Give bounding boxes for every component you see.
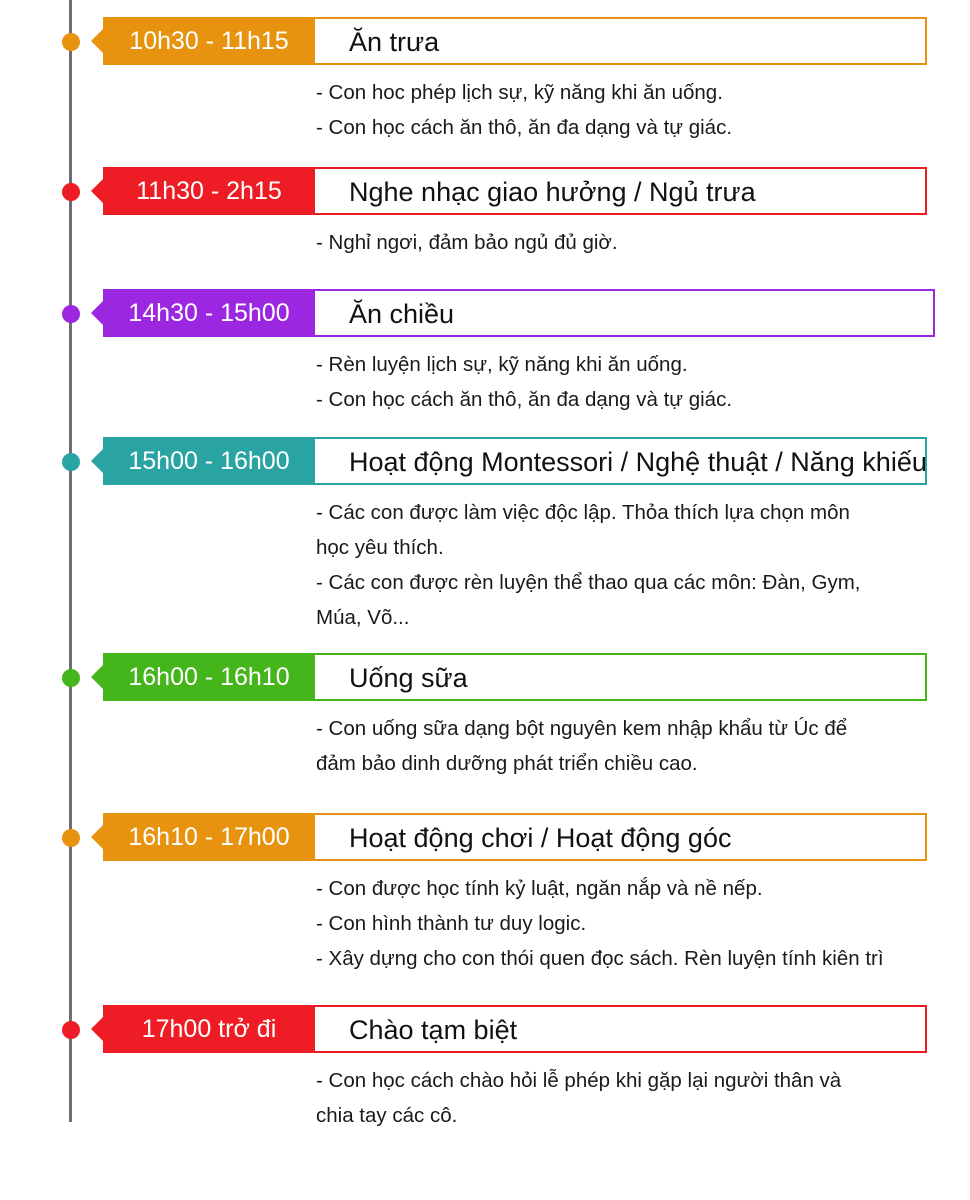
activity-description: - Nghỉ ngơi, đảm bảo ngủ đủ giờ. [316, 225, 916, 260]
activity-title: Ăn chiều [315, 289, 935, 337]
description-line: - Con uống sữa dạng bột nguyên kem nhập … [316, 717, 848, 740]
activity-title: Uống sữa [315, 653, 927, 701]
description-line: - Rèn luyện lịch sự, kỹ năng khi ăn uống… [316, 353, 688, 376]
timeline-dot-icon [62, 183, 80, 201]
activity-title: Chào tạm biệt [315, 1005, 927, 1053]
description-line: - Con học cách ăn thô, ăn đa dạng và tự … [316, 116, 733, 139]
time-badge: 11h30 - 2h15 [91, 167, 315, 215]
timeline-dot-icon [62, 33, 80, 51]
timeline-dot-icon [62, 305, 80, 323]
time-badge: 14h30 - 15h00 [91, 289, 315, 337]
description-line: Múa, Võ... [316, 606, 410, 629]
activity-description: - Con học cách chào hỏi lễ phép khi gặp … [316, 1063, 916, 1133]
time-badge: 15h00 - 16h00 [91, 437, 315, 485]
activity-description: - Con uống sữa dạng bột nguyên kem nhập … [316, 711, 916, 781]
time-badge: 16h00 - 16h10 [91, 653, 315, 701]
activity-title: Hoạt động chơi / Hoạt động góc [315, 813, 927, 861]
description-line: - Con được học tính kỷ luật, ngăn nắp và… [316, 877, 763, 900]
description-line: đảm bảo dinh dưỡng phát triển chiều cao. [316, 752, 698, 775]
activity-description: - Rèn luyện lịch sự, kỹ năng khi ăn uống… [316, 347, 916, 417]
time-badge: 10h30 - 11h15 [91, 17, 315, 65]
activity-description: - Các con được làm việc độc lập. Thỏa th… [316, 495, 916, 635]
activity-title: Nghe nhạc giao hưởng / Ngủ trưa [315, 167, 927, 215]
timeline-dot-icon [62, 669, 80, 687]
time-badge: 16h10 - 17h00 [91, 813, 315, 861]
description-line: - Các con được rèn luyện thể thao qua cá… [316, 571, 861, 594]
timeline-dot-icon [62, 1021, 80, 1039]
timeline-line [69, 0, 72, 1122]
description-line: học yêu thích. [316, 536, 444, 559]
description-line: - Con học cách chào hỏi lễ phép khi gặp … [316, 1069, 842, 1092]
timeline-dot-icon [62, 453, 80, 471]
activity-title: Ăn trưa [315, 17, 927, 65]
description-line: - Con học cách ăn thô, ăn đa dạng và tự … [316, 388, 733, 411]
activity-title: Hoạt động Montessori / Nghệ thuật / Năng… [315, 437, 927, 485]
description-line: - Các con được làm việc độc lập. Thỏa th… [316, 501, 850, 524]
activity-description: - Con hoc phép lịch sự, kỹ năng khi ăn u… [316, 75, 916, 145]
time-badge: 17h00 trở đi [91, 1005, 315, 1053]
activity-description: - Con được học tính kỷ luật, ngăn nắp và… [316, 871, 916, 976]
description-line: - Con hình thành tư duy logic. [316, 912, 587, 935]
timeline-dot-icon [62, 829, 80, 847]
description-line: - Con hoc phép lịch sự, kỹ năng khi ăn u… [316, 81, 723, 104]
description-line: - Nghỉ ngơi, đảm bảo ngủ đủ giờ. [316, 231, 618, 254]
description-line: - Xây dựng cho con thói quen đọc sách. R… [316, 947, 884, 970]
description-line: chia tay các cô. [316, 1104, 458, 1127]
